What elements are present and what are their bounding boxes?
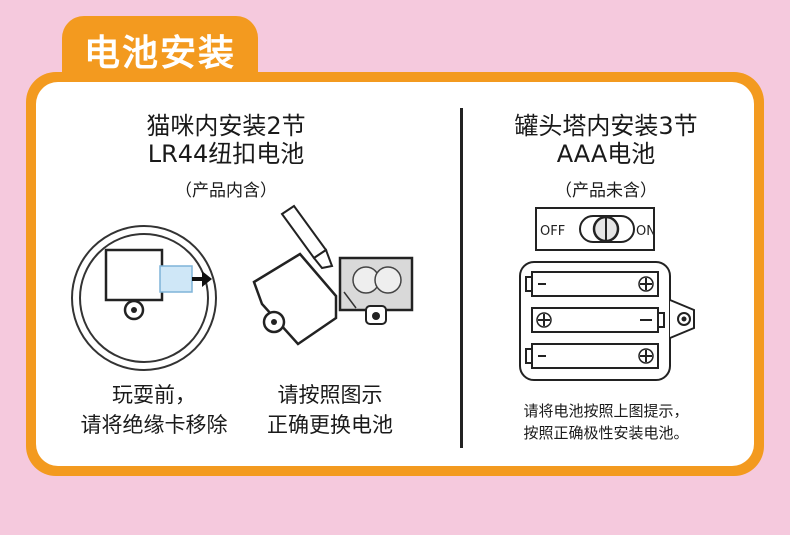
- coin-cell-replacement-illustration: [252, 204, 414, 346]
- left-note: （产品内含）: [175, 181, 277, 201]
- illustrations: OFF ON: [71, 204, 695, 381]
- caption-c-line1: 请将电池按照上图提示，: [523, 402, 689, 420]
- left-heading-line1: 猫咪内安装2节: [146, 112, 306, 140]
- right-heading-line2: AAA电池: [556, 140, 656, 168]
- caption-b-line2: 正确更换电池: [267, 413, 393, 437]
- battery-cover: [252, 252, 338, 346]
- screwdriver-icon: [280, 204, 334, 270]
- battery-polarity-caption: 请将电池按照上图提示， 按照正确极性安装电池。: [476, 400, 736, 444]
- replace-battery-caption: 请按照图示 正确更换电池: [240, 380, 420, 440]
- aaa-battery: [531, 307, 665, 333]
- pull-arrow-icon: [202, 271, 212, 287]
- column-divider: [460, 108, 463, 448]
- cat-base-illustration: [71, 225, 217, 371]
- aaa-battery: [525, 271, 659, 297]
- right-heading-line1: 罐头塔内安装3节: [514, 112, 698, 140]
- power-switch: OFF ON: [535, 207, 656, 251]
- right-heading: 罐头塔内安装3节 AAA电池: [476, 112, 736, 168]
- switch-off-label: OFF: [540, 224, 565, 239]
- coin-cell-compartment: [338, 256, 414, 325]
- caption-b-line1: 请按照图示: [277, 383, 383, 407]
- switch-on-label: ON: [636, 224, 656, 239]
- caption-a-line1: 玩耍前，: [112, 383, 196, 407]
- panel-inner: 猫咪内安装2节 LR44纽扣电池 （产品内含） 玩耍前， 请将绝缘卡移除 请按照…: [36, 82, 754, 466]
- left-heading-line2: LR44纽扣电池: [147, 140, 305, 168]
- aaa-battery-compartment: [519, 261, 695, 381]
- section-title: 电池安装: [84, 33, 237, 74]
- insulation-card: [159, 265, 193, 293]
- remove-card-caption: 玩耍前， 请将绝缘卡移除: [44, 380, 264, 440]
- caption-c-line2: 按照正确极性安装电池。: [523, 424, 689, 442]
- right-note: （产品未含）: [555, 181, 657, 201]
- caption-a-line2: 请将绝缘卡移除: [80, 413, 228, 437]
- instruction-panel: 猫咪内安装2节 LR44纽扣电池 （产品内含） 玩耍前， 请将绝缘卡移除 请按照…: [26, 72, 764, 476]
- aaa-battery: [525, 343, 659, 369]
- left-heading: 猫咪内安装2节 LR44纽扣电池: [96, 112, 356, 168]
